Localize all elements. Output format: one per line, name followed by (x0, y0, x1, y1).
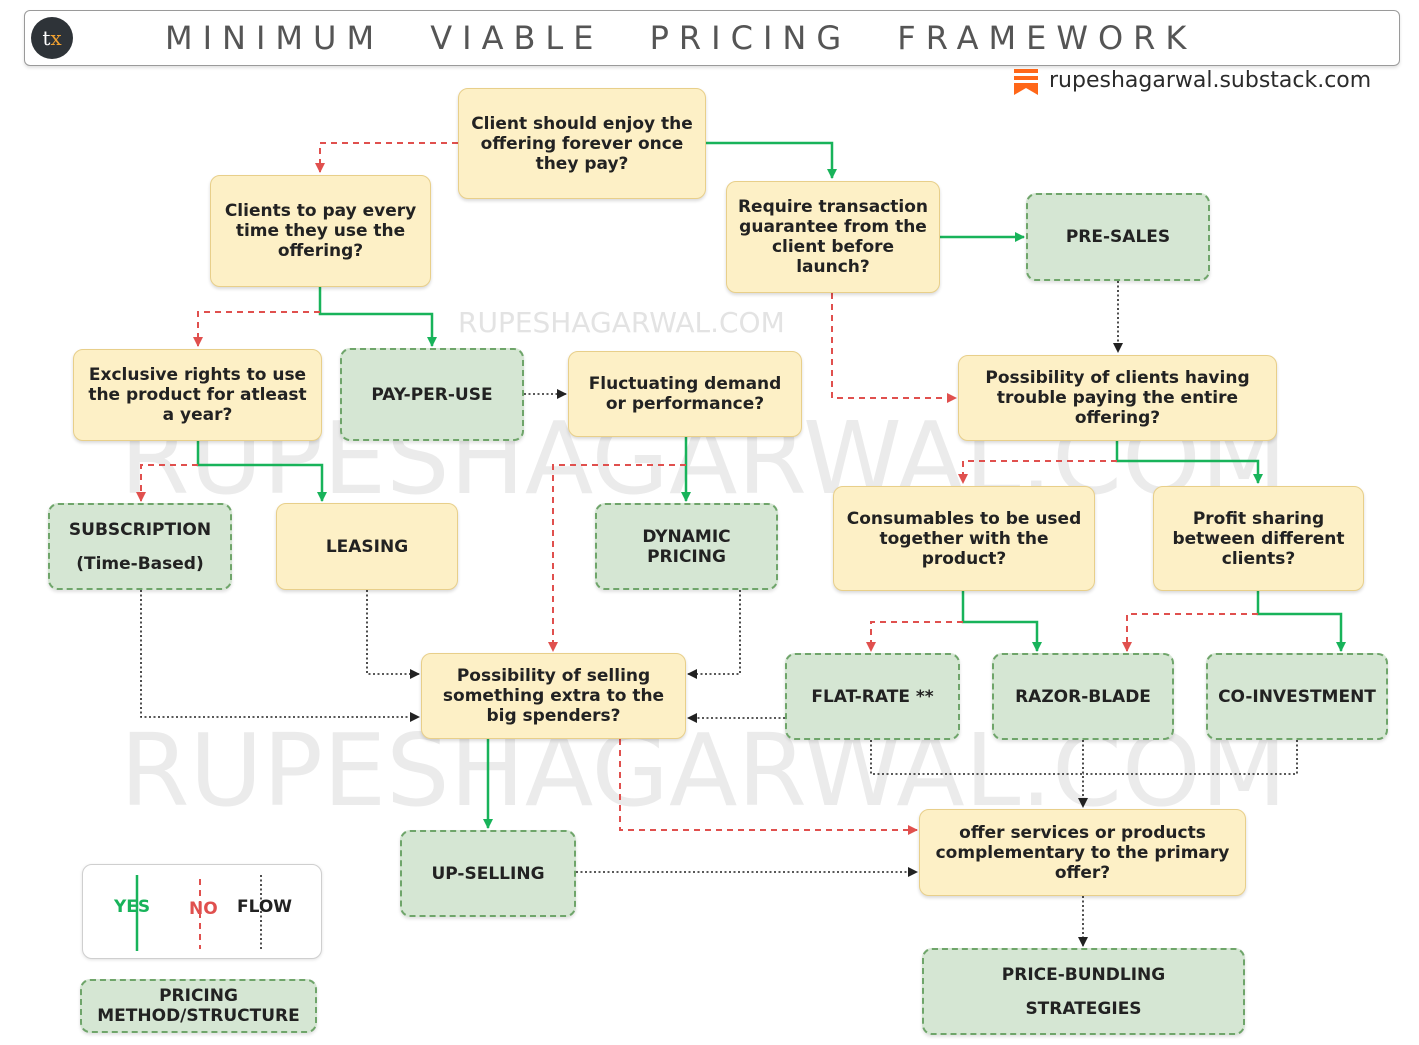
question-upsell-big-spenders: Possibility of selling something extra t… (421, 653, 686, 739)
method-price-bundling-sublabel: STRATEGIES (1025, 998, 1142, 1019)
question-complementary-offer: offer services or products complementary… (919, 809, 1246, 896)
method-pay-per-use-label: PAY-PER-USE (371, 384, 493, 405)
logo-letter-x: x (50, 26, 62, 50)
question-trouble-paying-label: Possibility of clients having trouble pa… (985, 368, 1250, 428)
watermark-small: RUPESHAGARWAL.COM (458, 306, 785, 339)
method-up-selling: UP-SELLING (400, 830, 576, 917)
method-razor-blade-label: RAZOR-BLADE (1015, 686, 1151, 707)
no-consumables-to-flatrate (866, 621, 963, 652)
legend-flow-line (260, 875, 262, 951)
method-razor-blade: RAZOR-BLADE (992, 653, 1174, 740)
method-pay-per-use: PAY-PER-USE (340, 348, 524, 441)
no-txn-to-trouble (831, 293, 957, 403)
legend-pricing-method-label: PRICING METHOD/STRUCTURE (97, 986, 300, 1026)
author-logo: tx (31, 17, 73, 59)
source-url: rupeshagarwal.substack.com (1049, 68, 1372, 93)
method-price-bundling-label: PRICE-BUNDLING (1001, 964, 1166, 985)
no-forever-to-payevery (315, 142, 458, 173)
question-pay-every-use: Clients to pay every time they use the o… (210, 175, 431, 287)
yes-exclusive-to-leasing (196, 441, 327, 502)
method-dynamic-pricing: DYNAMIC PRICING (595, 503, 778, 590)
question-exclusive-rights-label: Exclusive rights to use the product for … (88, 365, 307, 425)
question-profit-sharing: Profit sharing between different clients… (1153, 486, 1364, 591)
no-upsellq-to-complementary (619, 739, 918, 835)
legend-yes-label: YES (114, 897, 151, 917)
no-trouble-to-consumables (958, 460, 1117, 484)
question-transaction-guarantee-label: Require transaction guarantee from the c… (737, 197, 929, 277)
flow-dynamic-to-upsellq (687, 590, 741, 679)
yes-consumables-to-razor (961, 591, 1042, 652)
flow-subscription-to-upsellq (140, 590, 420, 722)
flow-flatrate-to-complementary (870, 740, 1083, 775)
no-payevery-to-exclusive (193, 311, 320, 347)
method-pre-sales-label: PRE-SALES (1065, 227, 1171, 247)
method-flat-rate: FLAT-RATE ** (785, 653, 960, 740)
method-pre-sales: PRE-SALES (1026, 193, 1210, 281)
flow-coinvest-to-complementary (1083, 740, 1298, 775)
legend-pricing-method: PRICING METHOD/STRUCTURE (80, 979, 317, 1033)
method-leasing: LEASING (276, 503, 458, 590)
question-consumables-label: Consumables to be used together with the… (846, 508, 1082, 569)
title-banner: tx MINIMUM VIABLE PRICING FRAMEWORK (24, 10, 1400, 66)
method-leasing-label: LEASING (325, 536, 409, 557)
logo-letter-t: t (42, 26, 51, 50)
flow-leasing-to-upsellq (366, 590, 420, 679)
legend: YES NO FLOW (82, 864, 322, 959)
method-up-selling-label: UP-SELLING (431, 863, 545, 884)
substack-icon (1014, 69, 1038, 95)
no-fluct-to-upsellq (548, 464, 686, 652)
question-fluctuating-demand: Fluctuating demand or performance? (568, 351, 802, 437)
yes-forever-to-txn (706, 141, 837, 179)
question-trouble-paying: Possibility of clients having trouble pa… (958, 355, 1277, 441)
question-upsell-big-spenders-label: Possibility of selling something extra t… (442, 666, 665, 726)
question-transaction-guarantee: Require transaction guarantee from the c… (726, 181, 940, 293)
yes-trouble-to-profit (1115, 441, 1263, 484)
question-profit-sharing-label: Profit sharing between different clients… (1172, 508, 1345, 569)
question-enjoy-forever-label: Client should enjoy the offering forever… (471, 113, 693, 174)
method-flat-rate-label: FLAT-RATE ** (811, 686, 934, 707)
question-complementary-offer-label: offer services or products complementary… (935, 822, 1230, 883)
legend-flow-label: FLOW (237, 897, 293, 917)
yes-profit-to-coinvest (1256, 591, 1346, 652)
yes-payevery-to-ppu (318, 287, 437, 347)
question-exclusive-rights: Exclusive rights to use the product for … (73, 349, 322, 441)
method-dynamic-pricing-label: DYNAMIC PRICING (642, 526, 731, 567)
page-title: MINIMUM VIABLE PRICING FRAMEWORK (165, 19, 1197, 57)
question-consumables: Consumables to be used together with the… (833, 486, 1095, 591)
method-subscription: SUBSCRIPTION (Time-Based) (48, 503, 232, 590)
question-fluctuating-demand-label: Fluctuating demand or performance? (588, 374, 782, 414)
question-enjoy-forever: Client should enjoy the offering forever… (458, 88, 706, 199)
no-profit-to-razor (1122, 613, 1258, 652)
legend-yes-line (135, 875, 139, 951)
question-pay-every-use-label: Clients to pay every time they use the o… (224, 201, 417, 261)
method-subscription-sublabel: (Time-Based) (76, 553, 204, 574)
no-exclusive-to-subscription (136, 464, 198, 502)
method-price-bundling: PRICE-BUNDLING STRATEGIES (922, 948, 1245, 1035)
method-co-investment-label: CO-INVESTMENT (1218, 686, 1376, 707)
method-subscription-label: SUBSCRIPTION (68, 519, 212, 540)
method-co-investment: CO-INVESTMENT (1206, 653, 1388, 740)
legend-no-label: NO (189, 899, 218, 919)
legend-no-line (199, 879, 201, 949)
